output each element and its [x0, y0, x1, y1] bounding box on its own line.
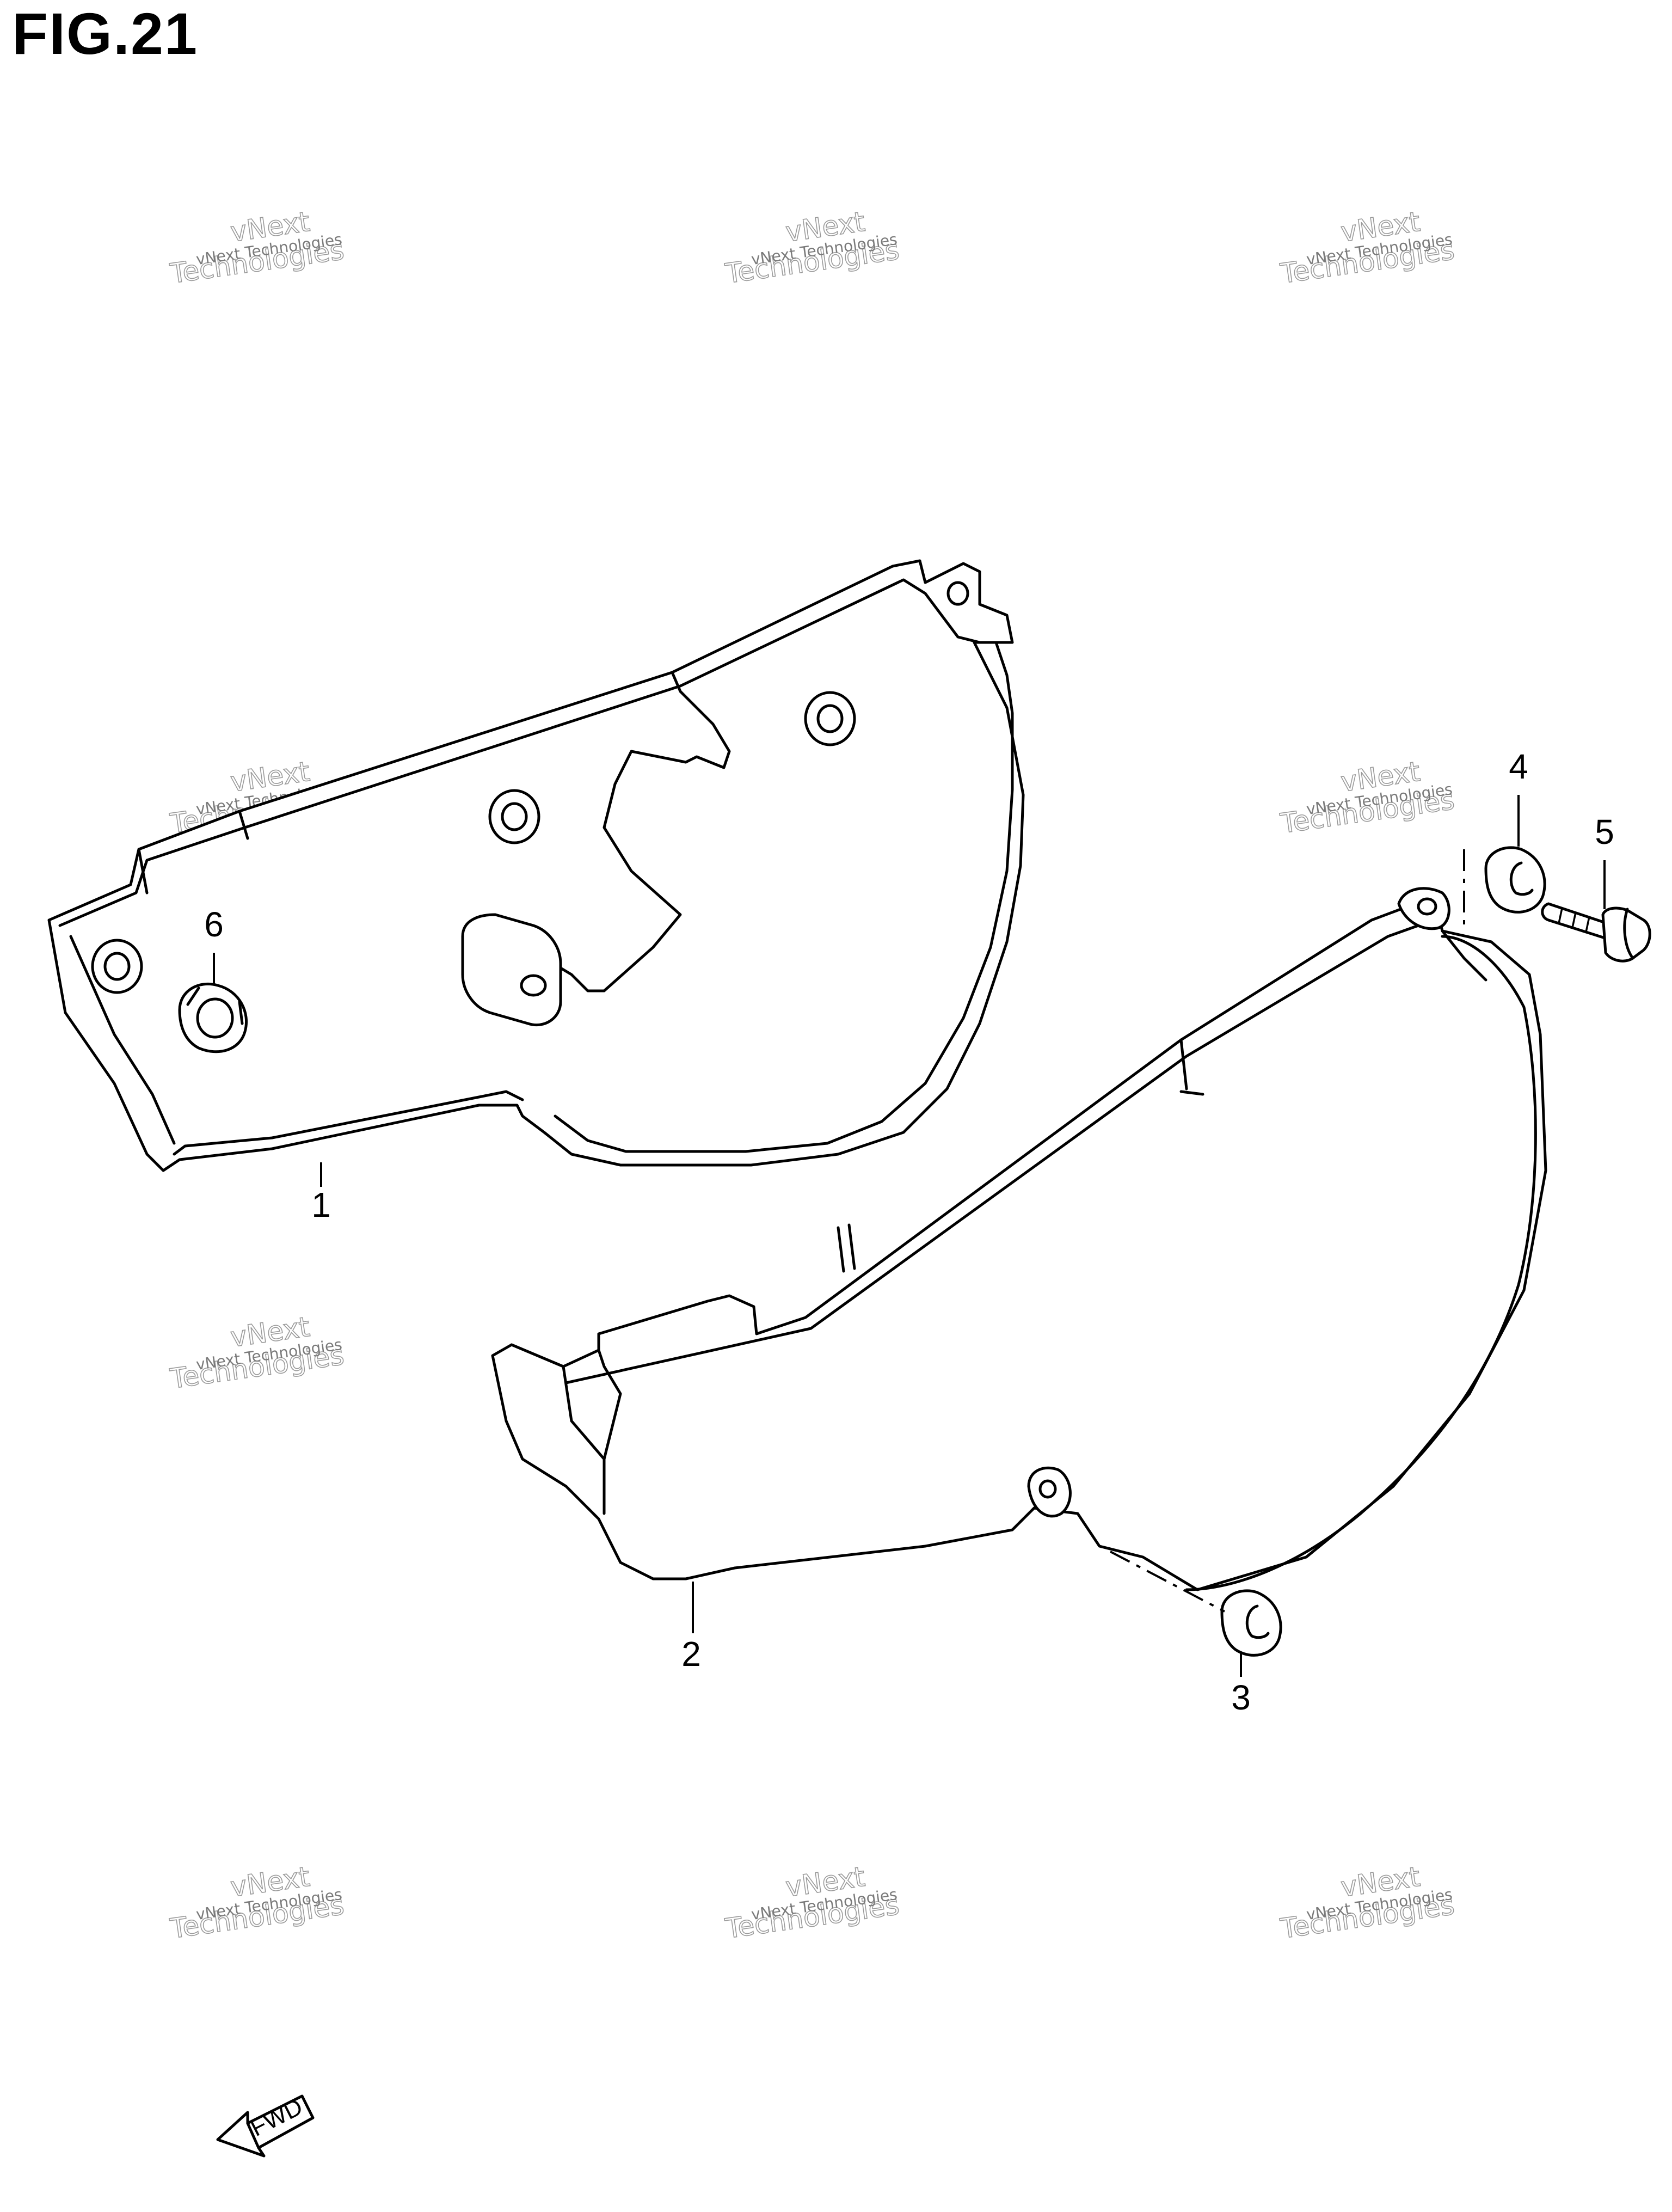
callout-3: 3 [1231, 1678, 1251, 1717]
callout-6: 6 [204, 905, 224, 944]
part-2-side-cover[interactable] [491, 887, 1547, 1591]
part-6-collar[interactable] [178, 982, 248, 1053]
part-3-grommet[interactable] [1220, 1589, 1282, 1657]
part-4-grommet[interactable] [1484, 846, 1546, 914]
fwd-direction-arrow: FWD [216, 2093, 315, 2158]
callout-4: 4 [1509, 747, 1528, 786]
callout-labels: 1 2 3 4 5 6 [204, 747, 1614, 1717]
callout-2: 2 [681, 1634, 701, 1674]
leader-lines [213, 795, 1606, 1677]
part-5-bolt[interactable] [1541, 902, 1651, 963]
callout-1: 1 [311, 1185, 331, 1224]
figure-title: FIG.21 [12, 1, 199, 66]
part-1-frame-cover[interactable] [47, 559, 1025, 1172]
callout-5: 5 [1595, 812, 1614, 851]
